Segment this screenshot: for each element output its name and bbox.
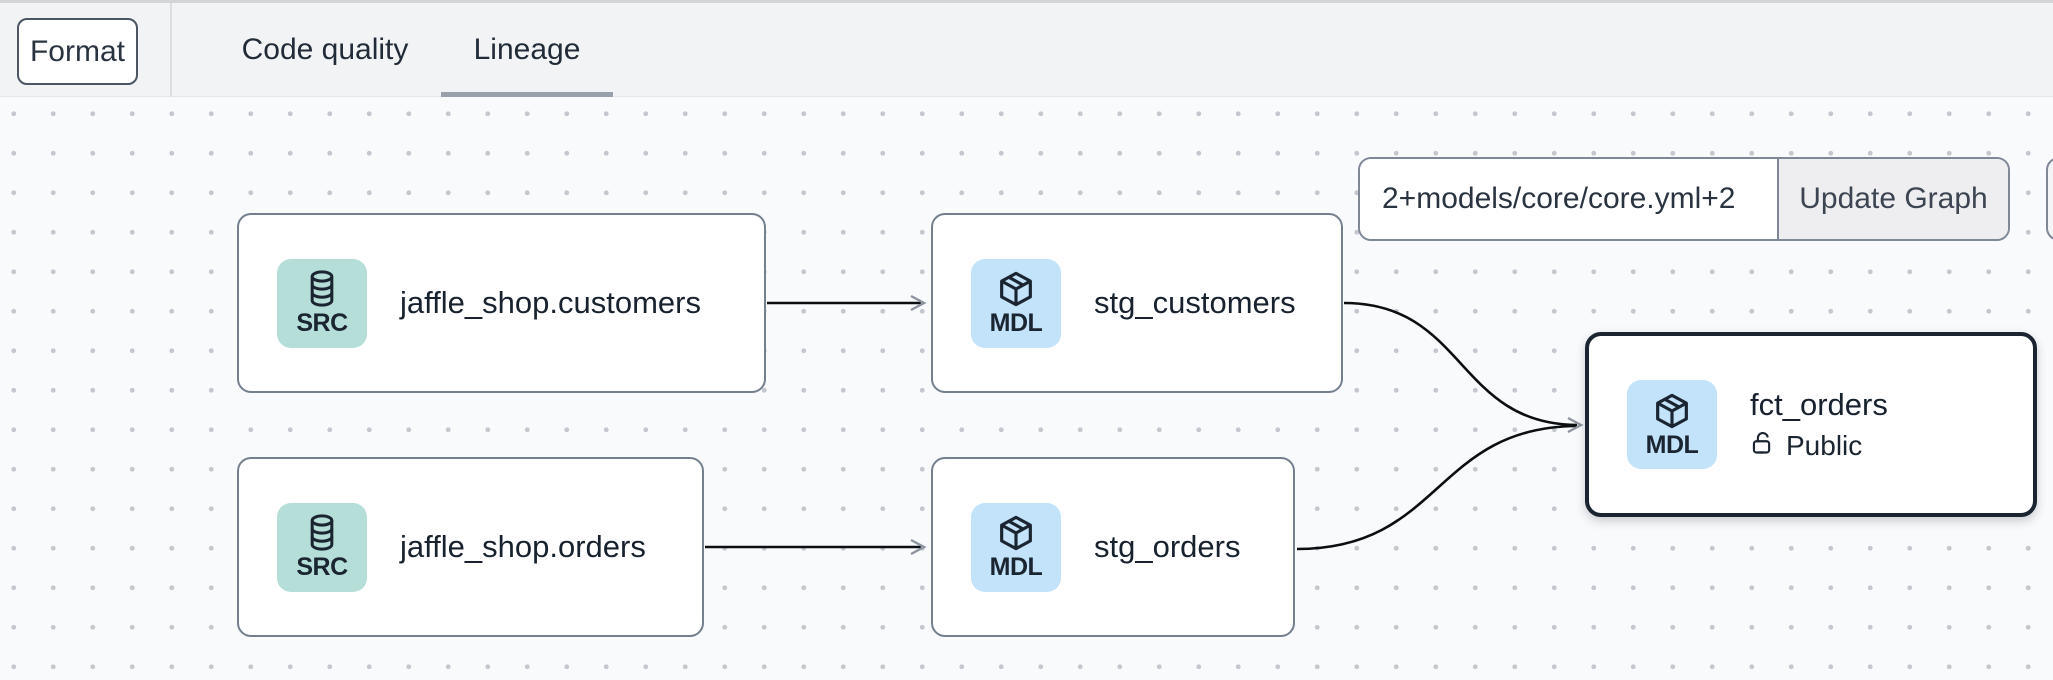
node-stg-orders[interactable]: MDL stg_orders <box>931 457 1295 637</box>
node-source-customers[interactable]: SRC jaffle_shop.customers <box>237 213 766 393</box>
update-graph-button[interactable]: Update Graph <box>1777 159 2008 239</box>
tab-code-quality[interactable]: Code quality <box>241 33 409 66</box>
lineage-selector-group: Update Graph <box>1358 157 2010 241</box>
node-label: jaffle_shop.customers <box>400 285 701 320</box>
node-type-label: MDL <box>989 553 1043 582</box>
lock-open-icon <box>1750 430 1777 462</box>
database-icon <box>303 269 341 309</box>
lineage-selector-input[interactable] <box>1360 159 1777 239</box>
node-type-label: SRC <box>296 553 348 582</box>
node-type-label: MDL <box>989 309 1043 338</box>
node-source-orders[interactable]: SRC jaffle_shop.orders <box>237 457 704 637</box>
node-stg-customers[interactable]: MDL stg_customers <box>931 213 1343 393</box>
top-bar: Format Code quality Lineage <box>0 0 2053 99</box>
node-type-label: SRC <box>296 309 348 338</box>
active-tab-underline <box>441 92 613 99</box>
node-fct-orders[interactable]: MDL fct_orders Public <box>1585 332 2037 517</box>
access-label: Public <box>1786 430 1863 461</box>
source-badge: SRC <box>277 502 367 592</box>
format-button[interactable]: Format <box>17 18 138 85</box>
cube-icon <box>996 513 1036 553</box>
tab-lineage[interactable]: Lineage <box>473 33 581 66</box>
node-label: fct_orders <box>1750 387 1888 422</box>
header-divider <box>170 3 172 97</box>
database-icon <box>303 513 341 553</box>
node-label: jaffle_shop.orders <box>400 529 646 564</box>
cube-icon <box>996 269 1036 309</box>
model-badge: MDL <box>1627 380 1717 469</box>
node-label: stg_orders <box>1094 529 1241 564</box>
model-badge: MDL <box>971 258 1061 348</box>
cube-icon <box>1652 391 1692 431</box>
model-badge: MDL <box>971 502 1061 592</box>
access-row: Public <box>1750 430 1888 462</box>
partial-right-button[interactable] <box>2046 157 2053 241</box>
node-label: stg_customers <box>1094 285 1296 320</box>
source-badge: SRC <box>277 258 367 348</box>
node-type-label: MDL <box>1645 430 1699 459</box>
